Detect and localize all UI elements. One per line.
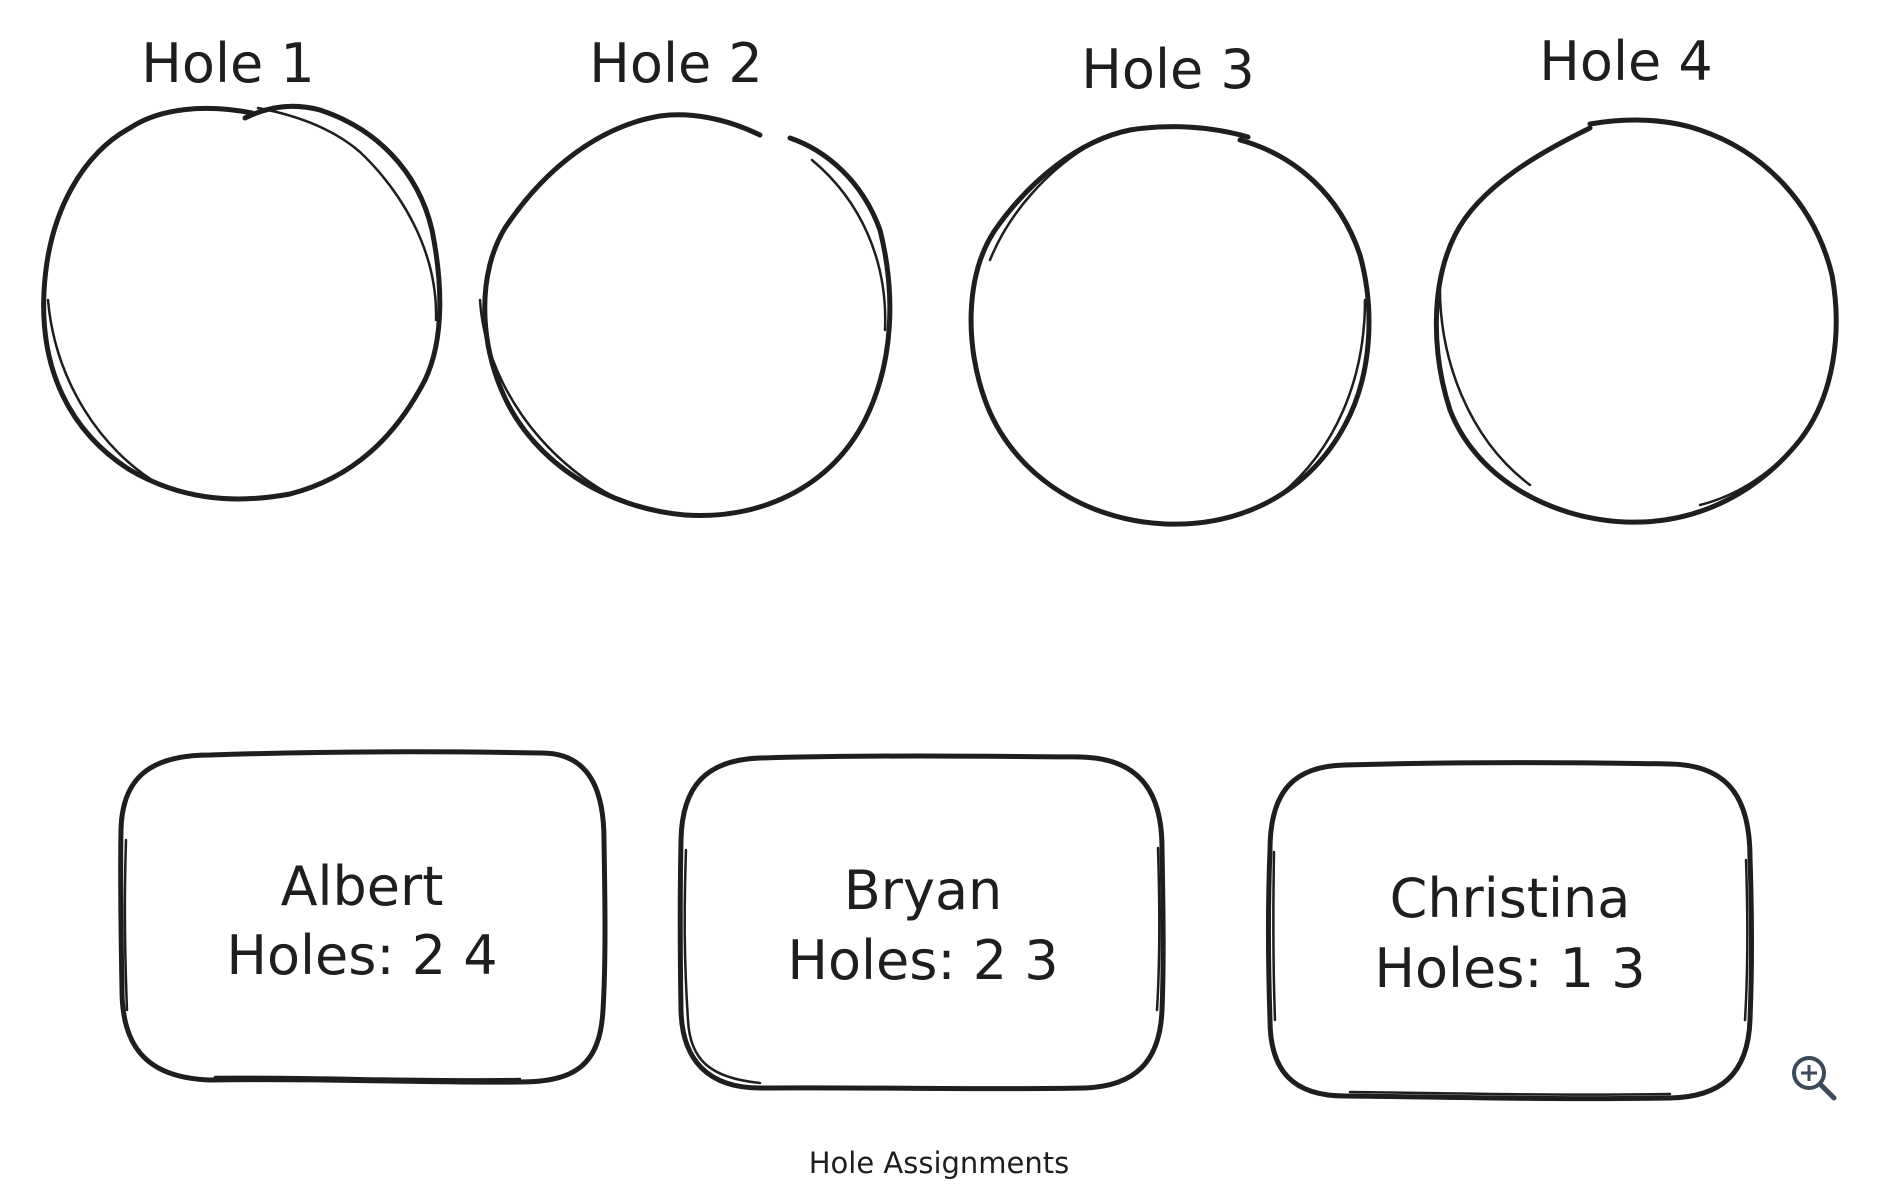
player-holes: Holes: 2 4: [226, 924, 497, 987]
hole-2: Hole 2: [478, 32, 893, 519]
zoom-in-icon: [1792, 1056, 1837, 1101]
player-card-outline: [677, 753, 1166, 1092]
player-card-outline: [1266, 760, 1754, 1102]
zoom-in-button[interactable]: [1788, 1052, 1840, 1104]
player-card-outline-stroke: [123, 838, 522, 1081]
player-holes: Holes: 2 3: [787, 929, 1058, 992]
hole-circle-stroke: [478, 158, 887, 502]
hole-circle: [968, 124, 1372, 527]
hole-1: Hole 1: [41, 32, 443, 502]
hole-label: Hole 1: [141, 32, 314, 95]
player-card-christina: Christina Holes: 1 3: [1266, 760, 1754, 1102]
hole-circle: [41, 103, 443, 502]
hole-circle-stroke: [46, 106, 438, 487]
player-name: Bryan: [844, 859, 1003, 922]
hole-3: Hole 3: [968, 38, 1372, 527]
player-name: Christina: [1390, 867, 1631, 930]
hole-4: Hole 4: [1433, 30, 1839, 525]
hole-circle: [1433, 117, 1839, 525]
player-holes: Holes: 1 3: [1374, 937, 1645, 1000]
player-card-outline: [118, 749, 608, 1085]
figure-caption: Hole Assignments: [808, 1146, 1070, 1180]
hole-circle-stroke: [1438, 278, 1802, 507]
hole-label: Hole 2: [589, 32, 762, 95]
player-card-outline-stroke: [683, 846, 1161, 1085]
hole-label: Hole 3: [1081, 38, 1254, 101]
hole-circle-stroke: [988, 146, 1367, 497]
player-card-outline-stroke: [1272, 850, 1749, 1096]
player-name: Albert: [281, 855, 444, 918]
hole-label: Hole 4: [1539, 30, 1712, 93]
player-card-albert: Albert Holes: 2 4: [118, 749, 608, 1085]
player-card-bryan: Bryan Holes: 2 3: [677, 753, 1166, 1092]
hole-circle: [482, 112, 893, 519]
